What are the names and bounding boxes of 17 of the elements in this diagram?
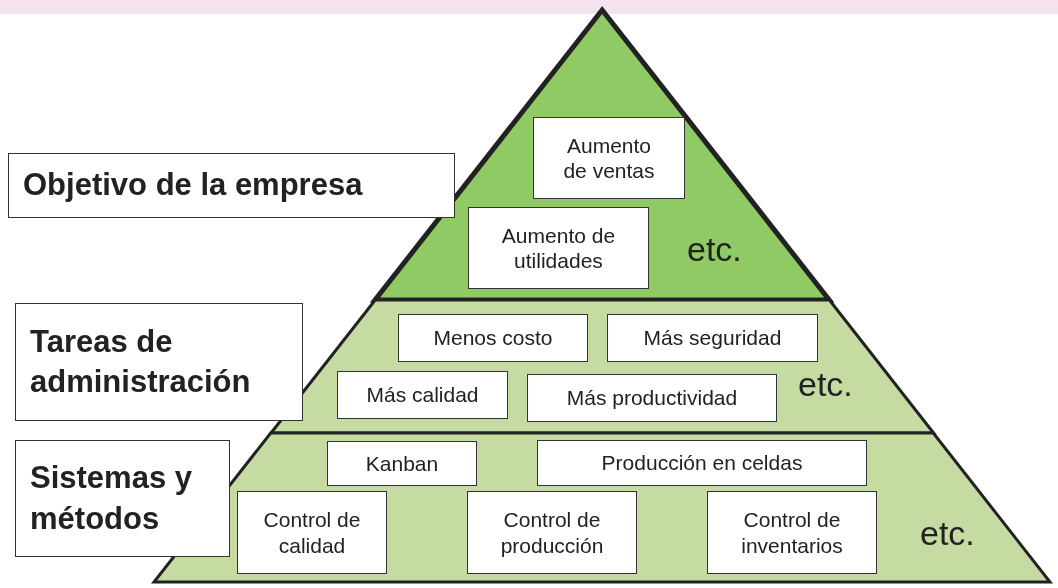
item-box: Kanban xyxy=(327,441,477,486)
etc-label: etc. xyxy=(920,514,975,553)
item-box: Más productividad xyxy=(527,374,777,422)
item-box: Control de calidad xyxy=(237,491,387,574)
item-box: Aumento de utilidades xyxy=(468,207,649,289)
level-label: Objetivo de la empresa xyxy=(8,153,455,218)
item-box: Menos costo xyxy=(398,314,588,362)
item-box: Producción en celdas xyxy=(537,440,867,486)
etc-label: etc. xyxy=(798,365,853,404)
item-box: Más calidad xyxy=(337,371,508,419)
item-box: Más seguridad xyxy=(607,314,818,362)
etc-label: etc. xyxy=(687,230,742,269)
level-label: Tareas de administración xyxy=(15,303,303,421)
item-box: Aumento de ventas xyxy=(533,117,685,199)
level-label: Sistemas y métodos xyxy=(15,440,230,557)
item-box: Control de producción xyxy=(467,491,637,574)
item-box: Control de inventarios xyxy=(707,491,877,574)
